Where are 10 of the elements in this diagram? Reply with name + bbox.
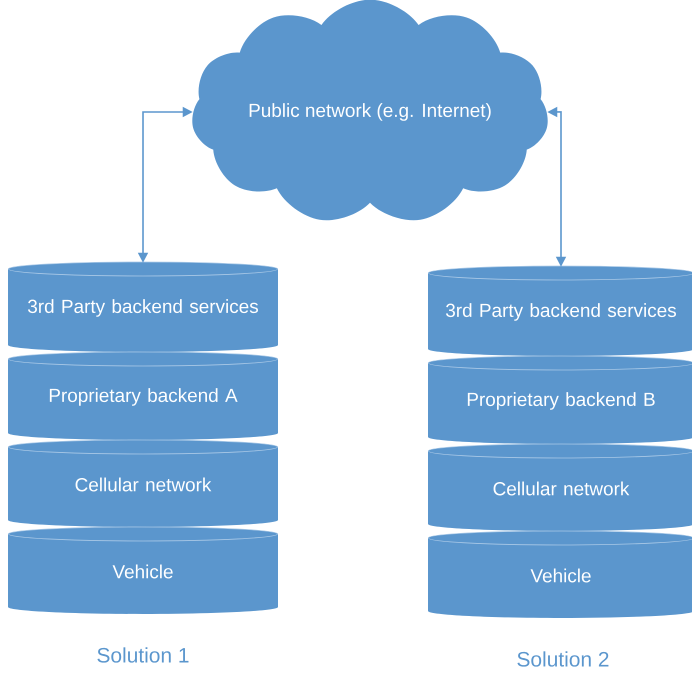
cylinder-segment: Cellular network [428, 444, 692, 531]
caption-label: Solution 1 [97, 647, 188, 663]
cylinder-segment: Proprietary backend A [8, 352, 278, 440]
cylinder-segment: Vehicle [428, 530, 692, 618]
cylinder-segment: Proprietary backend B [428, 356, 692, 444]
cylinder-segment: Cellular network [8, 440, 278, 527]
cylinder-segment: Vehicle [8, 526, 278, 614]
cylinder-segment: 3rd Party backend services [8, 262, 278, 352]
caption-label: Solution 2 [517, 651, 608, 667]
cylinder-segment: 3rd Party backend services [428, 266, 692, 356]
